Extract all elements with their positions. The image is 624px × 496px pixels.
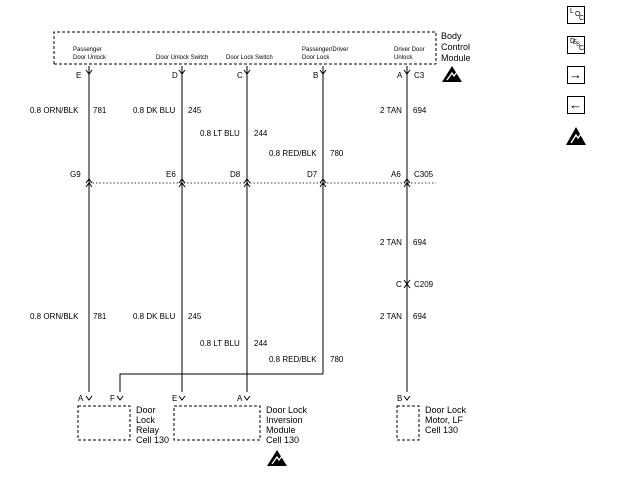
terminal-c3-d: D [172,71,178,80]
terminal-c305-d8: D8 [230,170,241,179]
esd-icon-inversion [267,450,287,466]
c209-chevrons [403,279,411,289]
wire-label-244-bottom: 0.8 LT BLU [200,339,240,348]
wire-label-694-bottom: 2 TAN [380,312,402,321]
wire-label-780-bottom: 0.8 RED/BLK [269,355,317,364]
pin-label-passenger-driver-1: Passenger/Driver [302,47,348,53]
bcm-box [53,31,437,64]
terminal-inversion-a: A [237,394,243,403]
description-button-d: D [570,38,576,45]
relay-label-2: Lock [136,415,156,425]
c3-chevrons [85,69,411,75]
location-button-l: L [570,8,574,15]
pin-label-door-unlock-switch: Door Unlock Switch [156,55,208,61]
terminal-c305-d7: D7 [307,170,318,179]
terminal-c3-a: A [397,71,403,80]
bottom-chevrons [85,395,411,401]
terminal-inversion-e: E [172,394,177,403]
wire-780-route [119,373,323,392]
description-button-e: E [573,40,578,46]
relay-label-1: Door [136,405,156,415]
next-button[interactable]: → [567,66,585,84]
terminal-relay-f: F [110,394,115,403]
inversion-label-1: Door Lock [266,405,308,415]
wire-label-780-top: 0.8 RED/BLK [269,149,317,158]
terminal-c3-e: E [76,71,81,80]
connector-c3: C3 [414,71,425,80]
circuit-780-top: 780 [330,149,344,158]
circuit-694-top: 694 [413,106,427,115]
esd-icon [442,66,462,82]
inversion-label-3: Module [266,425,296,435]
circuit-781-bottom: 781 [93,312,107,321]
inversion-label-2: Inversion [266,415,303,425]
wire-label-781-bottom: 0.8 ORN/BLK [30,312,79,321]
arrow-left-icon: ← [569,97,582,112]
circuit-780-bottom: 780 [330,355,344,364]
circuit-694-bottom: 694 [413,312,427,321]
relay-label-4: Cell 130 [136,435,169,445]
circuit-781-top: 781 [93,106,107,115]
pin-label-passenger-driver-2: Door Lock [302,55,330,61]
circuit-245-top: 245 [188,106,202,115]
terminal-c3-b: B [313,71,318,80]
motor-label-2: Motor, LF [425,415,464,425]
terminal-c305-a6: A6 [391,170,401,179]
bcm-label-2: Control [441,42,470,52]
inversion-label-4: Cell 130 [266,435,299,445]
inversion-box [173,405,261,441]
wire-label-245-top: 0.8 DK BLU [133,106,175,115]
pin-label-passenger-unlock-2: Door Unlock [73,55,107,61]
pin-label-passenger-unlock-1: Passenger [73,47,102,53]
previous-button[interactable]: ← [567,96,585,114]
connector-c305: C305 [414,170,434,179]
pin-label-driver-door-1: Driver Door [394,47,425,53]
circuit-694-mid: 694 [413,238,427,247]
description-button-s: S [576,42,581,48]
arrow-right-icon: → [569,67,582,82]
terminal-relay-a: A [78,394,84,403]
wire-label-694-top: 2 TAN [380,106,402,115]
location-button-c: C [579,15,585,22]
circuit-244-bottom: 244 [254,339,268,348]
terminal-c305-e6: E6 [166,170,176,179]
wire-label-781-top: 0.8 ORN/BLK [30,106,79,115]
location-button-o: O [575,11,581,18]
motor-label-1: Door Lock [425,405,467,415]
circuit-245-bottom: 245 [188,312,202,321]
location-button[interactable]: L O C [567,6,585,24]
terminal-c209-c: C [396,280,402,289]
terminal-c305-g9: G9 [70,170,81,179]
c305-chevrons [85,178,411,188]
motor-box [396,405,420,441]
description-button[interactable]: D E S C [567,36,585,54]
motor-label-3: Cell 130 [425,425,458,435]
relay-label-3: Relay [136,425,160,435]
terminal-motor-b: B [397,394,402,403]
pin-label-driver-door-2: Unlock [394,55,413,61]
esd-info-icon[interactable] [565,126,587,146]
relay-box [77,405,131,441]
wire-label-245-bottom: 0.8 DK BLU [133,312,175,321]
terminal-c3-c: C [237,71,243,80]
connector-c209: C209 [414,280,434,289]
wire-label-244-top: 0.8 LT BLU [200,129,240,138]
description-button-c: C [579,45,585,52]
circuit-244-top: 244 [254,129,268,138]
bcm-label-3: Module [441,53,471,63]
bcm-label-1: Body [441,31,462,41]
pin-label-door-lock-switch: Door Lock Switch [226,55,273,61]
wire-label-694-mid: 2 TAN [380,238,402,247]
